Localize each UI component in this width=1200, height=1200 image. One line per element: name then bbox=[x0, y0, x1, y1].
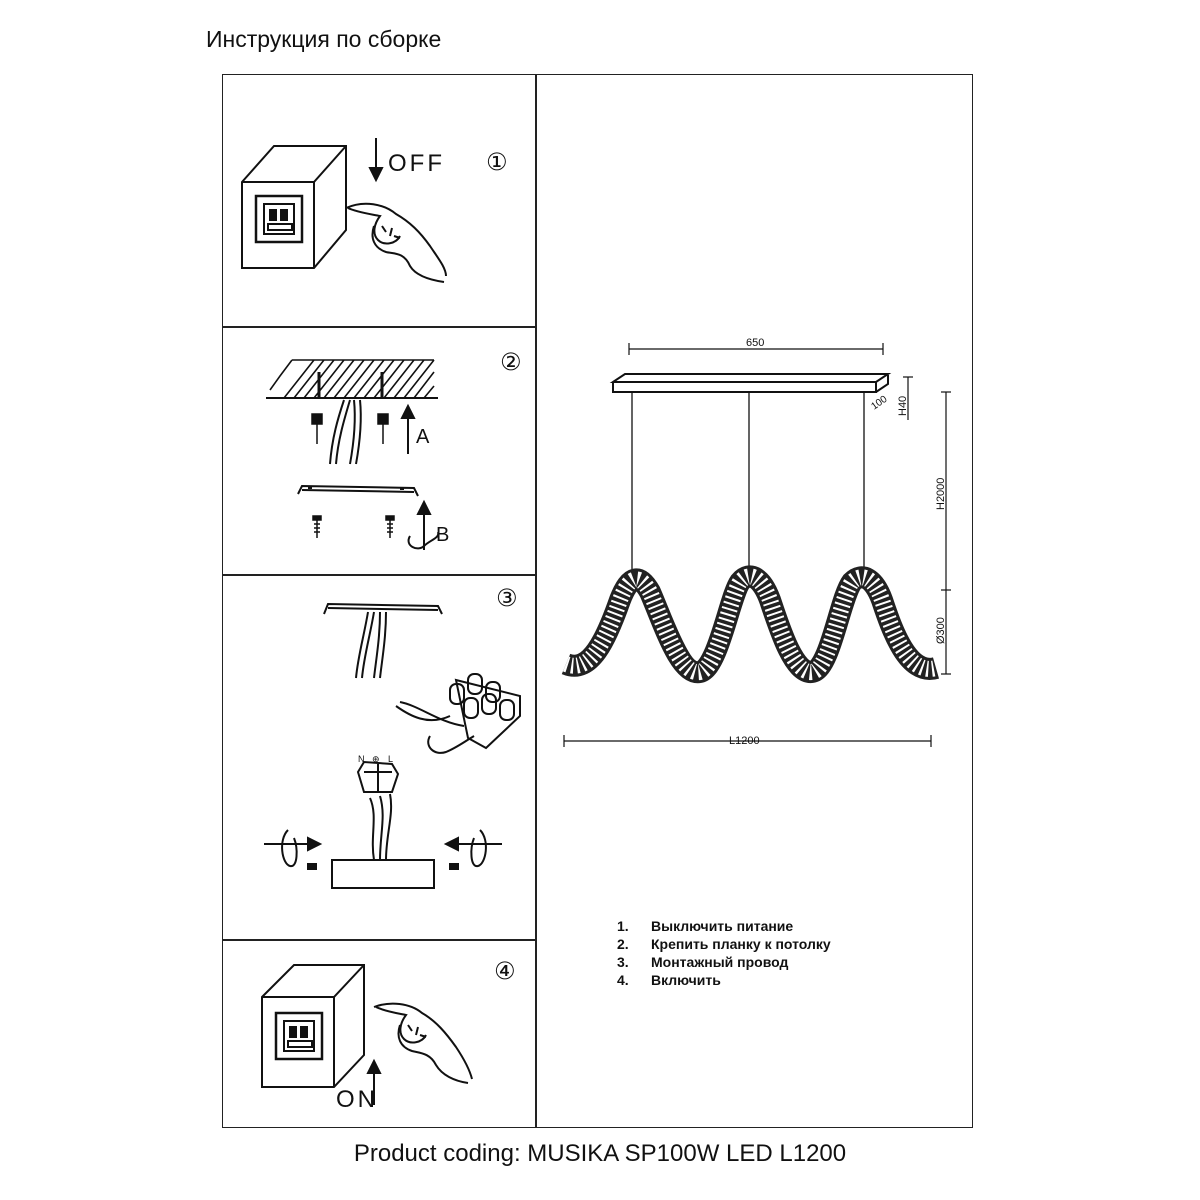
rotate-arrow-icon-b bbox=[407, 499, 440, 550]
ceiling-plate bbox=[609, 373, 892, 393]
terminal-label-n: N bbox=[358, 754, 365, 764]
list-item: 1. Выключить питание bbox=[617, 917, 831, 935]
suspension-wires bbox=[631, 392, 865, 580]
off-label: OFF bbox=[388, 150, 445, 177]
steps-list: 1. Выключить питание 2. Крепить планку к п… bbox=[617, 917, 831, 989]
hand-icon bbox=[373, 1002, 473, 1084]
luminaire-drawing: 650 H40 100 H2000 Ø300 L1200 bbox=[561, 337, 951, 747]
wall-switch-on bbox=[261, 964, 365, 1088]
step-number-4: ④ bbox=[494, 958, 516, 985]
step-text: Включить bbox=[651, 972, 721, 988]
dim-suspension: H2000 bbox=[935, 478, 947, 510]
column-divider bbox=[535, 74, 537, 1128]
arrow-up-icon bbox=[366, 1058, 382, 1105]
list-item: 4. Включить bbox=[617, 971, 831, 989]
dim-total-length: L1200 bbox=[729, 735, 760, 747]
step-text: Выключить питание bbox=[651, 918, 794, 934]
cable-pair bbox=[329, 399, 362, 465]
step-text: Монтажный провод bbox=[651, 954, 789, 970]
hand-icon bbox=[345, 202, 447, 283]
ceiling-hatch bbox=[266, 359, 438, 399]
label-a: A bbox=[416, 426, 430, 448]
panel-divider-1 bbox=[222, 326, 536, 328]
instruction-frame bbox=[222, 74, 973, 1128]
wave-crystal-body bbox=[561, 565, 940, 683]
canopy-with-terminals bbox=[331, 760, 435, 889]
on-label: ON bbox=[336, 1086, 378, 1113]
step-num: 4. bbox=[617, 972, 629, 988]
plate-with-cables bbox=[323, 602, 443, 679]
arrow-up-icon-a bbox=[400, 403, 416, 454]
panel-step-2: A B ② bbox=[224, 328, 534, 574]
dimension-l1200 bbox=[563, 735, 932, 747]
step-text: Крепить планку к потолку bbox=[651, 936, 831, 952]
terminal-block-icon bbox=[395, 673, 521, 754]
arrow-down-icon bbox=[368, 138, 384, 183]
list-item: 3. Монтажный провод bbox=[617, 953, 831, 971]
mounting-plate bbox=[297, 484, 419, 497]
label-b: B bbox=[436, 524, 449, 546]
side-screw-arrows bbox=[264, 829, 502, 870]
panel-step-1: OFF ① bbox=[224, 76, 534, 326]
panel-step-3: N ⊕ L ③ bbox=[224, 576, 534, 939]
step-num: 1. bbox=[617, 918, 629, 934]
step-number-3: ③ bbox=[496, 585, 518, 612]
dim-plate-length: 650 bbox=[746, 337, 764, 349]
screw-icon bbox=[312, 515, 395, 538]
page-title: Инструкция по сборке bbox=[206, 26, 442, 52]
step-number-2: ② bbox=[500, 349, 522, 376]
step-num: 3. bbox=[617, 954, 629, 970]
panel-divider-3 bbox=[222, 939, 536, 941]
step-number-1: ① bbox=[486, 149, 508, 176]
product-coding: Product coding: MUSIKA SP100W LED L1200 bbox=[353, 1140, 847, 1167]
terminal-label-l: L bbox=[388, 754, 393, 764]
step-num: 2. bbox=[617, 936, 629, 952]
panel-step-4: ON ④ bbox=[224, 941, 534, 1126]
wall-switch-off bbox=[241, 145, 347, 269]
list-item: 2. Крепить планку к потолку bbox=[617, 935, 831, 953]
terminal-label-earth: ⊕ bbox=[372, 754, 380, 764]
dimension-h2000 bbox=[941, 391, 951, 590]
dimension-h40 bbox=[903, 376, 913, 420]
dimension-d300 bbox=[941, 589, 951, 675]
panel-divider-2 bbox=[222, 574, 536, 576]
wall-plug-icon bbox=[311, 413, 389, 444]
dimension-650 bbox=[628, 343, 884, 355]
dim-diameter: Ø300 bbox=[935, 617, 947, 644]
dim-canopy: 100 bbox=[869, 394, 889, 413]
dim-plate-height: H40 bbox=[897, 396, 909, 416]
